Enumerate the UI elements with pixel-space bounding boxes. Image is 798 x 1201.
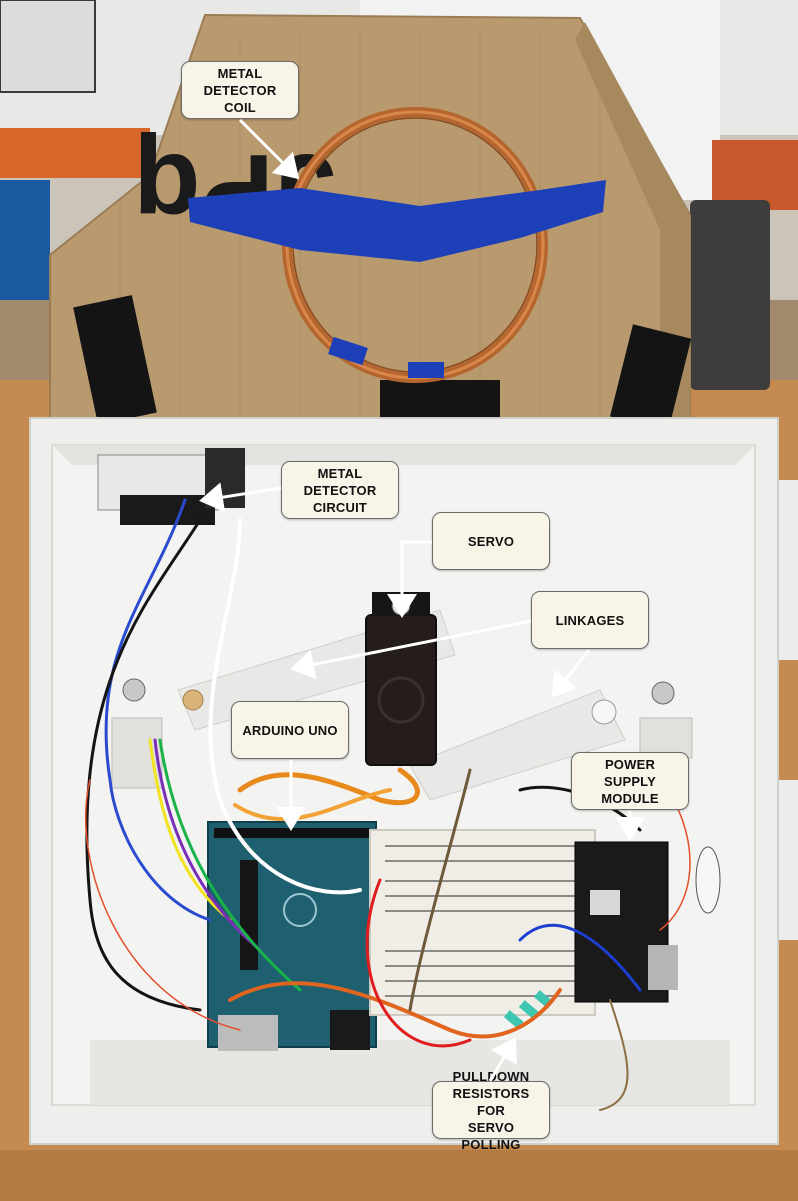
detector-circuit-mount	[205, 448, 245, 508]
breadboard-holes	[385, 845, 580, 997]
linkage-pivot-left	[182, 689, 204, 711]
power-usb-port	[648, 945, 678, 990]
breadboard	[369, 829, 596, 1016]
arduino-usb-port	[218, 1015, 278, 1051]
cardboard-fold	[575, 22, 690, 420]
callout-power-supply-module: POWER SUPPLY MODULE	[571, 752, 689, 810]
blue-bin	[0, 180, 50, 320]
callout-servo: SERVO	[432, 512, 550, 570]
screw-left	[122, 678, 146, 702]
table-front	[0, 1150, 798, 1201]
enclosure-floor	[90, 1040, 730, 1105]
arduino-logo	[283, 893, 317, 927]
power-switch-knob	[695, 846, 721, 914]
callout-metal-detector-coil: METAL DETECTOR COIL	[181, 61, 299, 119]
servo-horn	[391, 596, 411, 616]
arduino-chip	[240, 860, 258, 970]
arduino-power-jack	[330, 1010, 370, 1050]
servo-label-ring	[377, 676, 425, 724]
linkage-right	[409, 689, 626, 801]
servo-body	[365, 614, 437, 766]
black-tape-right	[610, 324, 692, 431]
blue-tape-small-1	[328, 336, 368, 366]
bracket-right	[639, 717, 693, 759]
power-header	[590, 890, 620, 915]
callout-pulldown-resistors: PULLDOWN RESISTORS FOR SERVO POLLING	[432, 1069, 550, 1152]
chair	[690, 200, 770, 390]
linkage-pivot-right	[591, 699, 617, 725]
callout-metal-detector-circuit: METAL DETECTOR CIRCUIT	[281, 461, 399, 519]
wires	[85, 498, 691, 1111]
blue-tape	[188, 180, 606, 262]
callout-linkages: LINKAGES	[531, 591, 649, 649]
black-tape-left	[73, 295, 157, 425]
orange-panel-right	[712, 140, 798, 210]
orange-panel-left	[0, 128, 150, 178]
bracket-left	[111, 717, 163, 789]
screw-right	[651, 681, 675, 705]
blue-tape-small-2	[408, 362, 444, 378]
callout-arduino-uno: ARDUINO UNO	[231, 701, 349, 759]
whiteboard-frame	[0, 0, 96, 93]
arduino-header-top	[214, 828, 370, 838]
